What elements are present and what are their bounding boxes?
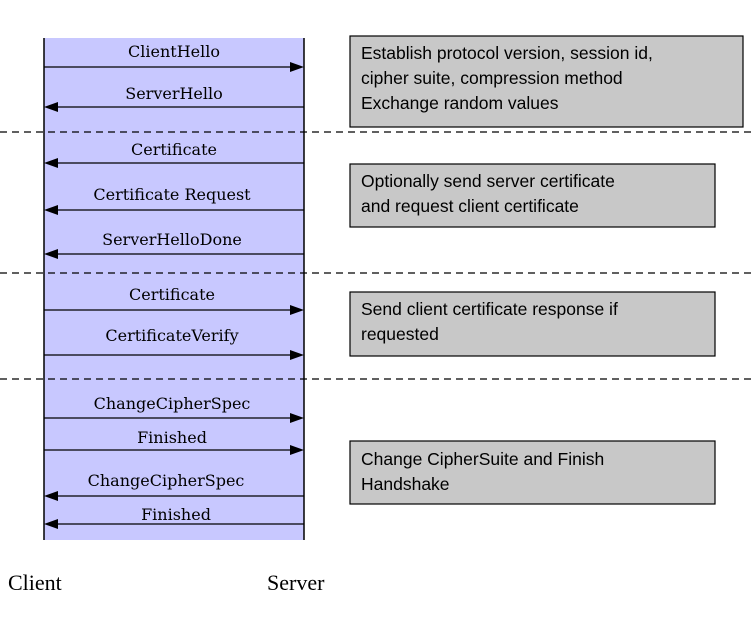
note-1: Establish protocol version, session id, … xyxy=(349,35,744,128)
message-8: ChangeCipherSpec xyxy=(44,394,304,423)
note-line: and request client certificate xyxy=(361,196,579,216)
note-line: Handshake xyxy=(361,474,450,494)
note-box xyxy=(349,35,744,128)
server-actor-label: Server xyxy=(267,570,325,595)
message-1: ClientHello xyxy=(44,42,304,72)
note-line: Send client certificate response if xyxy=(361,299,618,319)
note-line: Exchange random values xyxy=(361,93,559,113)
message-9: Finished xyxy=(44,428,304,455)
arrowhead-right xyxy=(290,350,304,360)
message-label: ServerHello xyxy=(125,84,223,103)
note-line: Establish protocol version, session id, xyxy=(361,43,653,63)
message-label: Certificate xyxy=(131,140,217,159)
note-line: Optionally send server certificate xyxy=(361,171,615,191)
arrowhead-left xyxy=(44,205,58,215)
note-2: Optionally send server certificate and r… xyxy=(349,163,716,228)
message-label: Certificate xyxy=(129,285,215,304)
arrowhead-left xyxy=(44,102,58,112)
message-label: CertificateVerify xyxy=(105,326,238,345)
message-7: CertificateVerify xyxy=(44,326,304,360)
note-box xyxy=(349,440,716,505)
arrowhead-right xyxy=(290,413,304,423)
arrowhead-left xyxy=(44,519,58,529)
note-line: Change CipherSuite and Finish xyxy=(361,449,604,469)
message-lane xyxy=(44,38,304,540)
message-10: ChangeCipherSpec xyxy=(44,471,304,501)
message-label: ClientHello xyxy=(128,42,220,61)
message-5: ServerHelloDone xyxy=(44,230,304,259)
message-label: Finished xyxy=(141,505,211,524)
arrowhead-right xyxy=(290,305,304,315)
client-actor-label: Client xyxy=(8,570,62,595)
arrowhead-left xyxy=(44,249,58,259)
note-line: cipher suite, compression method xyxy=(361,68,623,88)
message-label: Finished xyxy=(137,428,207,447)
message-label: ServerHelloDone xyxy=(102,230,242,249)
message-3: Certificate xyxy=(44,140,304,168)
arrowhead-left xyxy=(44,158,58,168)
message-label: ChangeCipherSpec xyxy=(88,471,245,490)
message-11: Finished xyxy=(44,505,304,529)
arrowhead-right xyxy=(290,445,304,455)
message-4: Certificate Request xyxy=(44,185,304,215)
arrowhead-left xyxy=(44,491,58,501)
note-line: requested xyxy=(361,324,439,344)
message-label: Certificate Request xyxy=(93,185,251,204)
note-4: Change CipherSuite and Finish Handshake xyxy=(349,440,716,505)
note-3: Send client certificate response if requ… xyxy=(349,291,716,357)
note-box xyxy=(349,163,716,228)
arrowhead-right xyxy=(290,62,304,72)
note-box xyxy=(349,291,716,357)
message-6: Certificate xyxy=(44,285,304,315)
message-2: ServerHello xyxy=(44,84,304,112)
message-label: ChangeCipherSpec xyxy=(94,394,251,413)
